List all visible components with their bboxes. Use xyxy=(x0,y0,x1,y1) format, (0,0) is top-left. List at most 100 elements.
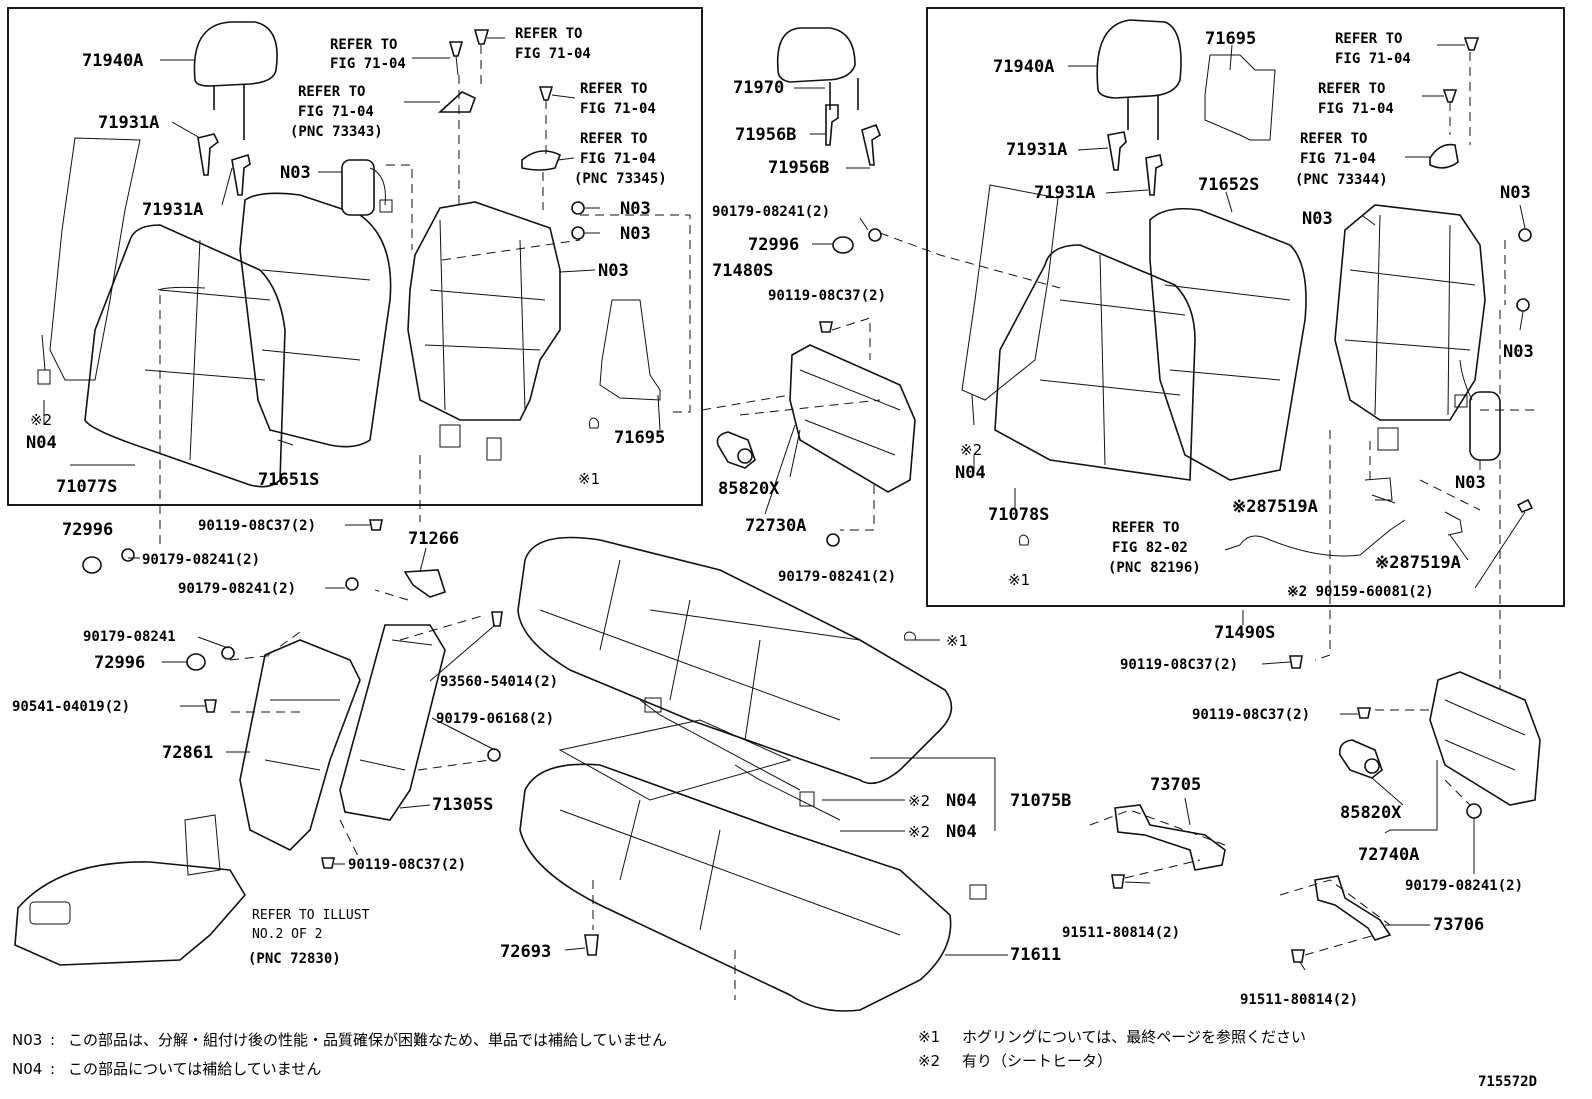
right-group-box xyxy=(926,7,1565,607)
cushion-hog-ring-label: ※1 xyxy=(946,632,968,650)
left-n04-label: N04 xyxy=(26,433,57,453)
right-mark1-label: ※1 xyxy=(1008,571,1030,589)
lower-left-bracket-label: 71266 xyxy=(408,529,459,549)
left-n03-d-label: N03 xyxy=(598,261,629,281)
left-dashed-lines xyxy=(159,45,691,545)
lower-right-lock-drawing xyxy=(1338,739,1383,779)
lower-right-nut-label: 90179-08241(2) xyxy=(1405,878,1523,894)
cushion-n04-b-label: N04 xyxy=(946,822,977,842)
center-headrest-label: 71970 xyxy=(733,78,784,98)
right-refer3-line1: REFER TO xyxy=(1300,131,1367,147)
left-n03-c-label: N03 xyxy=(620,224,651,244)
cushion-dashed-lines xyxy=(592,880,736,1000)
lower-left-armrest-frame-drawing xyxy=(239,639,361,851)
note-mark1-text: ホグリングについては、最終ページを参照ください xyxy=(962,1028,1306,1046)
left-refer1-line1: REFER TO xyxy=(330,37,397,53)
center-lock-drawing xyxy=(716,431,756,469)
lower-left-nut-c-label: 90179-08241 xyxy=(83,629,176,645)
note-n04-sep: : xyxy=(50,1060,55,1078)
lower-right-lock-label: 85820X xyxy=(1340,803,1402,823)
center-support-drawing xyxy=(825,104,881,166)
left-refer4-line2: FIG 71-04 xyxy=(580,101,656,117)
clip-icon xyxy=(584,934,599,956)
lower-left-armrest-box-drawing xyxy=(14,814,246,966)
seat-cushion-cover-drawing xyxy=(517,536,953,785)
lower-left-cap-nut-drawing xyxy=(82,519,383,591)
lower-right-bracket-a-drawing xyxy=(1111,804,1226,889)
lower-right-hinge-drawing xyxy=(1429,671,1541,806)
right-seatback-pad-drawing xyxy=(1149,207,1307,481)
lower-right-bolt-b-label: 90119-08C37(2) xyxy=(1192,707,1310,723)
center-nut-label: 90179-08241(2) xyxy=(778,569,896,585)
left-refer4-line1: REFER TO xyxy=(580,81,647,97)
lower-left-screw-a-label: 93560-54014(2) xyxy=(440,674,558,690)
cushion-ref-label: 71075B xyxy=(1010,791,1071,811)
right-pad-label: 71652S xyxy=(1198,175,1259,195)
lower-left-refer-line3: (PNC 72830) xyxy=(248,951,341,967)
lower-right-bolts-drawing xyxy=(1289,655,1482,819)
cushion-pad-label: 71611 xyxy=(1010,945,1061,965)
left-mark1-label: ※1 xyxy=(578,470,600,488)
right-wire-b-label: ※287519A xyxy=(1375,553,1461,573)
center-cap-label: 72996 xyxy=(748,235,799,255)
right-cover-label: 71078S xyxy=(988,505,1049,525)
right-wire-a-label: ※287519A xyxy=(1232,497,1318,517)
lower-left-cap-b-label: 72996 xyxy=(94,653,145,673)
lower-left-nut-a-label: 90179-08241(2) xyxy=(142,552,260,568)
lower-left-misc-fasteners xyxy=(186,611,503,869)
center-cap-bolt-drawing xyxy=(819,228,882,333)
lower-left-armrest-cover-label: 71305S xyxy=(432,795,493,815)
left-support-a-label: 71931A xyxy=(98,113,159,133)
left-refer2-line1: REFER TO xyxy=(515,26,582,42)
right-refer3-line2: FIG 71-04 xyxy=(1300,151,1376,167)
seat-heater-drawing xyxy=(558,697,841,821)
left-headrest-label: 71940A xyxy=(82,51,143,71)
left-support-b-label: 71931A xyxy=(142,200,203,220)
left-frame-ref-label: 71480S xyxy=(712,261,773,281)
lower-left-bolt-a-label: 90119-08C37(2) xyxy=(198,518,316,534)
note-n03-key: N03 xyxy=(12,1031,42,1049)
right-board-drawing xyxy=(1204,54,1276,141)
right-support-b-label: 71931A xyxy=(1034,183,1095,203)
center-support-a-label: 71956B xyxy=(735,125,796,145)
right-refer2-line2: FIG 71-04 xyxy=(1318,101,1394,117)
left-headrest-support-drawing xyxy=(197,133,251,196)
center-headrest-drawing xyxy=(776,27,859,110)
lower-left-refer-line1: REFER TO ILLUST xyxy=(252,908,370,923)
left-refer1-line2: FIG 71-04 xyxy=(330,56,406,72)
lower-left-refer-line2: NO.2 OF 2 xyxy=(252,927,322,942)
right-refer1-line2: FIG 71-04 xyxy=(1335,51,1411,67)
note-mark2-text: 有り（シートヒータ） xyxy=(962,1052,1112,1070)
right-bolt-label: ※2 90159-60081(2) xyxy=(1287,584,1434,600)
right-n03-b-label: N03 xyxy=(1302,209,1333,229)
note-n03-sep: : xyxy=(50,1031,55,1049)
lower-left-cap-a-label: 72996 xyxy=(62,520,113,540)
left-fasteners-drawing xyxy=(437,29,585,240)
left-n03-a-label: N03 xyxy=(280,163,311,183)
note-mark2-key: ※2 xyxy=(918,1052,940,1070)
lower-right-bolt-c-label: 91511-80814(2) xyxy=(1062,925,1180,941)
lower-right-hinge-label: 72740A xyxy=(1358,845,1419,865)
right-refer1-line1: REFER TO xyxy=(1335,31,1402,47)
leader-lines xyxy=(43,37,1526,971)
lower-right-bolt-d-label: 91511-80814(2) xyxy=(1240,992,1358,1008)
left-refer3-line2: FIG 71-04 xyxy=(298,104,374,120)
lower-left-bolt-c-label: 90119-08C37(2) xyxy=(348,857,466,873)
left-heater-pack-drawing xyxy=(341,159,393,216)
right-support-drawing xyxy=(1107,131,1163,196)
lower-right-bracket-b-label: 73706 xyxy=(1433,915,1484,935)
left-refer5-line2: FIG 71-04 xyxy=(580,151,656,167)
right-n03-a-label: N03 xyxy=(1500,183,1531,203)
right-headrest-drawing xyxy=(1096,19,1182,140)
right-headrest-label: 71940A xyxy=(993,57,1054,77)
left-mark2-label: ※2 xyxy=(30,411,52,429)
lower-left-nut-d-label: 90179-06168(2) xyxy=(436,711,554,727)
cushion-hog-ring-icon xyxy=(904,631,916,641)
right-wire-drawing xyxy=(1239,477,1463,557)
right-seatback-board-drawing xyxy=(961,184,1059,426)
right-n03-c-label: N03 xyxy=(1503,342,1534,362)
lower-left-bracket-drawing xyxy=(403,569,447,598)
left-seatback-frame-drawing xyxy=(407,201,561,461)
right-support-a-label: 71931A xyxy=(1006,140,1067,160)
lower-left-armrest-frame-label: 72861 xyxy=(162,743,213,763)
